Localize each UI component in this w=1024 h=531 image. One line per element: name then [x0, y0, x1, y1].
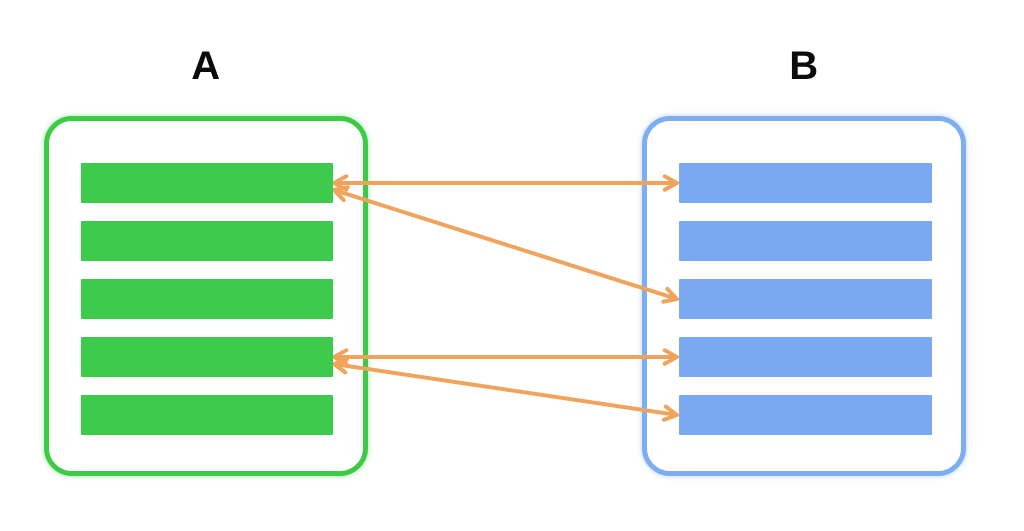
group-a-bar-5: [81, 395, 333, 435]
connection-line: [333, 362, 678, 417]
group-a-bar-2: [81, 221, 333, 261]
group-b-bar-2: [679, 221, 932, 261]
group-b-bar-3: [679, 279, 932, 319]
connection-A4-B5: [332, 357, 679, 422]
group-a-bar-3: [81, 279, 333, 319]
group-a-bar-4: [81, 337, 333, 377]
connection-A1-B3: [332, 185, 679, 304]
group-b-bar-5: [679, 395, 932, 435]
connection-A1-B1: [332, 174, 679, 192]
group-a-label: A: [191, 44, 221, 88]
group-a-bar-1: [81, 163, 333, 203]
connection-A4-B4: [332, 348, 679, 366]
group-b-label: B: [789, 44, 819, 88]
group-b-bar-1: [679, 163, 932, 203]
group-b-bar-4: [679, 337, 932, 377]
connection-line: [333, 188, 678, 301]
